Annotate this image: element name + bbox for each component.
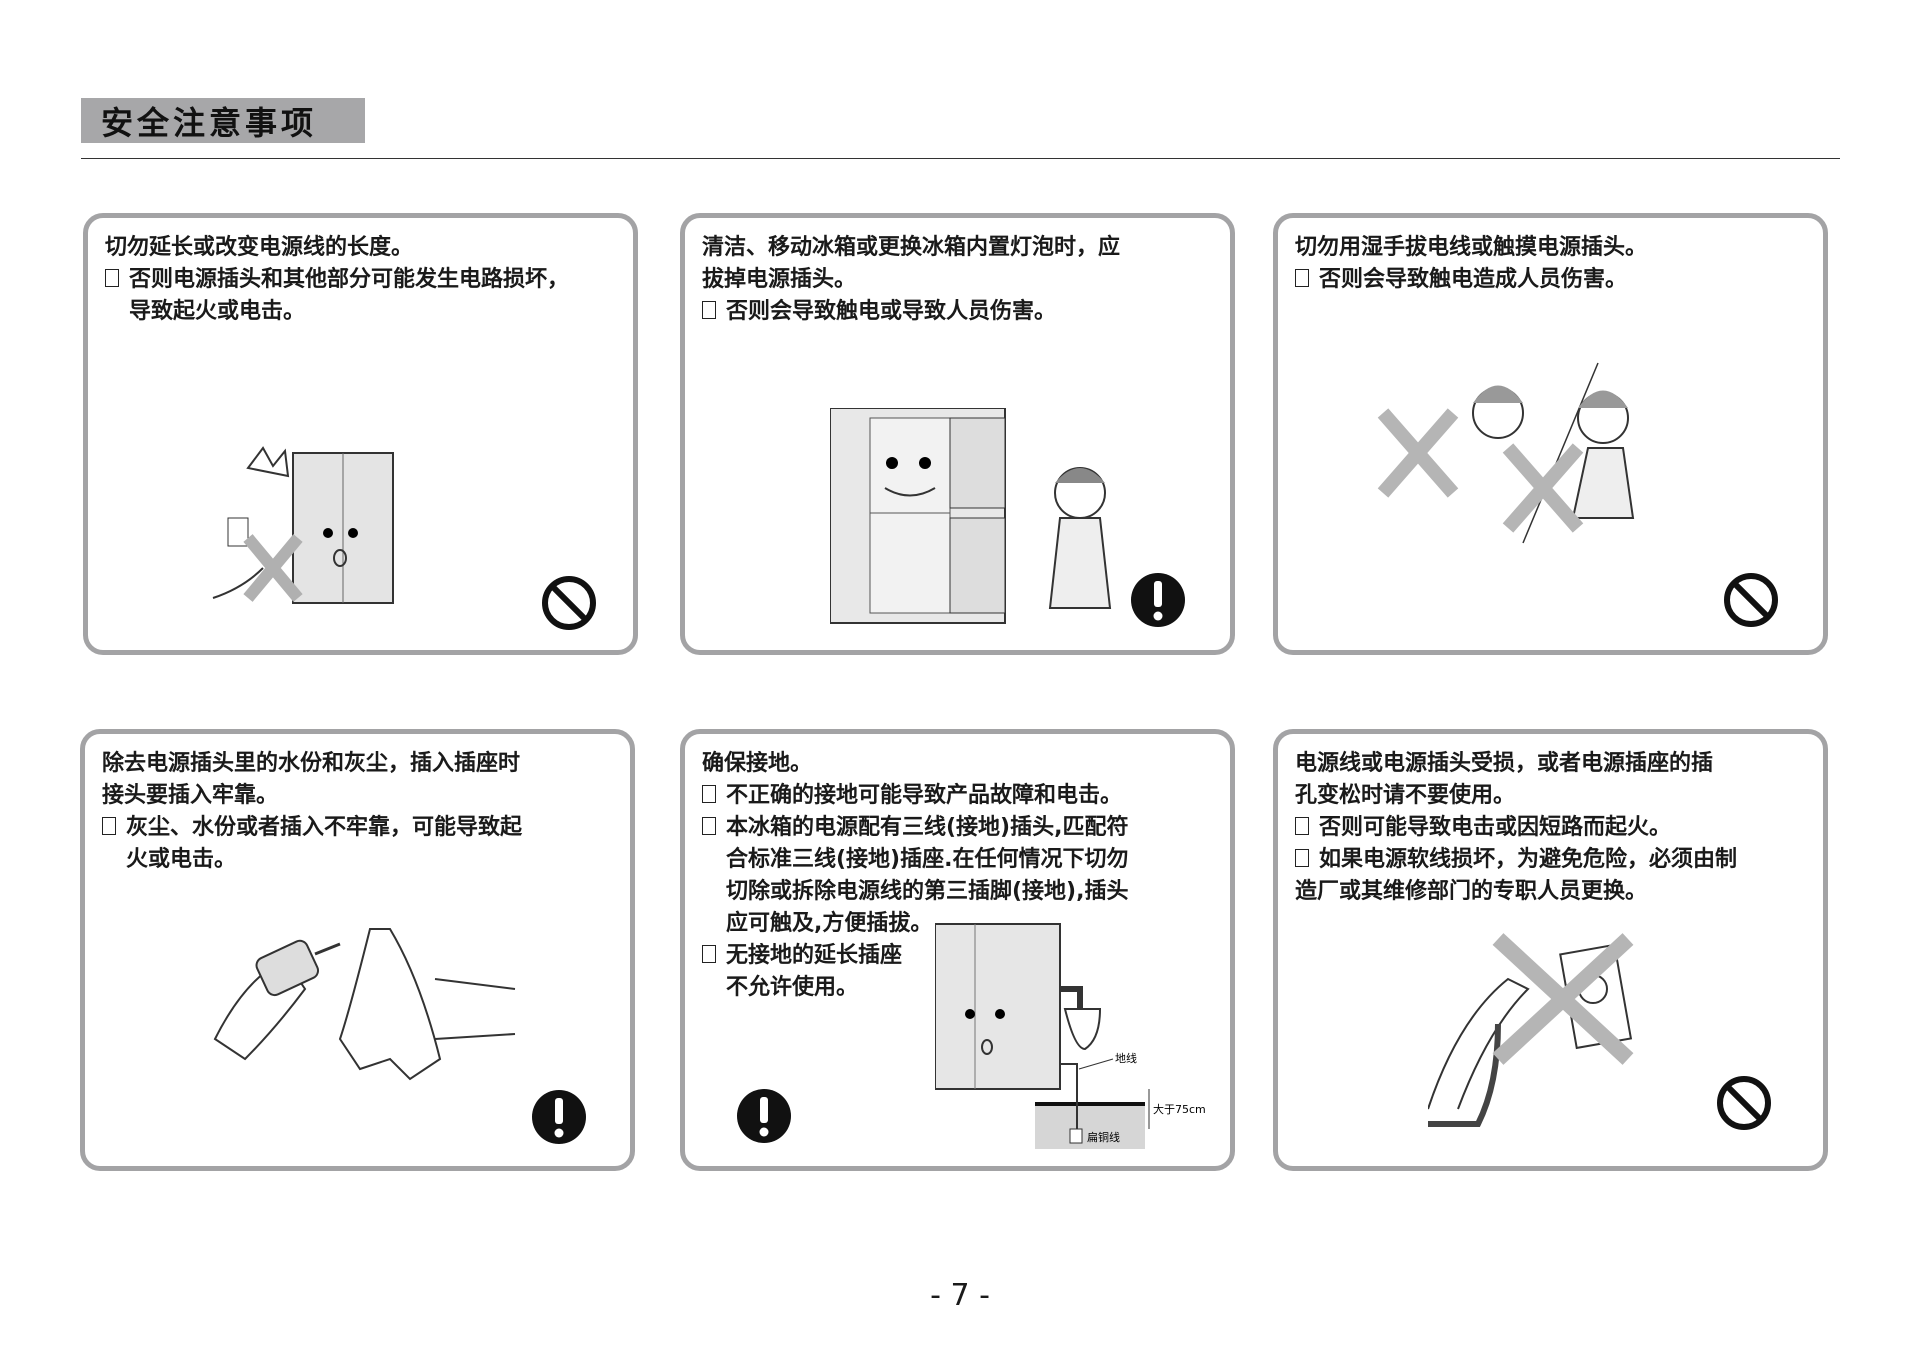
wet-hands-illustration [1377, 362, 1635, 544]
safety-panel-grounding: 确保接地。 不正确的接地可能导致产品故障和电击。 本冰箱的电源配有三线(接地)插… [680, 729, 1235, 1171]
bullet-item: 否则会导致触电造成人员伤害。 [1295, 264, 1809, 296]
exclamation-icon [532, 1090, 586, 1144]
bullet-continuation: 火或电击。 [126, 847, 237, 872]
bullet-item: 否则可能导致电击或因短路而起火。 [1295, 812, 1809, 844]
bullet-item: 如果电源软线损坏，为避免危险，必须由制 [1295, 844, 1809, 876]
bullet-item: 无接地的延长插座 [702, 940, 1216, 972]
prohibition-icon [542, 576, 596, 630]
bullet-continuation: 造厂或其维修部门的专职人员更换。 [1295, 879, 1648, 904]
prohibition-icon [1724, 573, 1778, 627]
bullet-continuation: 应可触及,方便插拔。 [726, 911, 933, 936]
bullet-item: 不正确的接地可能导致产品故障和电击。 [702, 780, 1216, 812]
ground-wire-label: 地线 [1115, 1051, 1137, 1065]
panel-heading-continuation: 拔掉电源插头。 [702, 267, 857, 292]
bullet-item: 灰尘、水份或者插入不牢靠，可能导致起 [102, 812, 616, 844]
panel-heading: 电源线或电源插头受损，或者电源插座的插 [1295, 751, 1714, 776]
page-number: - 7 - [930, 1278, 990, 1313]
panel-heading-continuation: 孔变松时请不要使用。 [1295, 783, 1516, 808]
panel-heading: 确保接地。 [702, 751, 813, 776]
panel-heading: 切勿延长或改变电源线的长度。 [105, 235, 414, 260]
prohibition-icon [1717, 1076, 1771, 1130]
safety-panel-unplug-cleaning: 清洁、移动冰箱或更换冰箱内置灯泡时，应 拔掉电源插头。 否则会导致触电或导致人员… [680, 213, 1235, 655]
exclamation-icon [1131, 573, 1185, 627]
section-title-text: 安全注意事项 [101, 103, 318, 142]
safety-panel-damaged-cord: 电源线或电源插头受损，或者电源插座的插 孔变松时请不要使用。 否则可能导致电击或… [1273, 729, 1828, 1171]
bullet-continuation: 不允许使用。 [726, 975, 859, 1000]
open-fridge-illustration [830, 408, 1112, 624]
bullet-continuation: 切除或拆除电源线的第三插脚(接地),插头 [726, 879, 1129, 904]
divider [81, 158, 1840, 159]
panel-heading: 清洁、移动冰箱或更换冰箱内置灯泡时，应 [702, 235, 1121, 260]
fridge-cord-illustration [212, 446, 394, 604]
bullet-item: 否则电源插头和其他部分可能发生电路损坏， [105, 264, 619, 296]
section-title: 安全注意事项 [81, 98, 365, 143]
safety-panel-wet-hands: 切勿用湿手拔电线或触摸电源插头。 否则会导致触电造成人员伤害。 [1273, 213, 1828, 655]
panel-heading-continuation: 接头要插入牢靠。 [102, 783, 279, 808]
panel-heading: 切勿用湿手拔电线或触摸电源插头。 [1295, 235, 1648, 260]
bullet-continuation: 合标准三线(接地)插座.在任何情况下切勿 [726, 847, 1129, 872]
grounding-diagram: 地线 扁铜线 大于75cm [935, 923, 1206, 1149]
bullet-item: 否则会导致触电或导致人员伤害。 [702, 296, 1216, 328]
safety-panel-extend-cord: 切勿延长或改变电源线的长度。 否则电源插头和其他部分可能发生电路损坏， 导致起火… [83, 213, 638, 655]
damaged-outlet-illustration [1428, 933, 1634, 1127]
safety-panel-clean-plug: 除去电源插头里的水份和灰尘，插入插座时 接头要插入牢靠。 灰尘、水份或者插入不牢… [80, 729, 635, 1171]
exclamation-icon [737, 1089, 791, 1143]
plug-wiping-illustration [213, 928, 516, 1081]
depth-label: 大于75cm [1153, 1102, 1206, 1116]
copper-strip-label: 扁铜线 [1087, 1130, 1120, 1144]
panel-heading: 除去电源插头里的水份和灰尘，插入插座时 [102, 751, 521, 776]
bullet-continuation: 导致起火或电击。 [129, 299, 306, 324]
bullet-item: 本冰箱的电源配有三线(接地)插头,匹配符 [702, 812, 1216, 844]
